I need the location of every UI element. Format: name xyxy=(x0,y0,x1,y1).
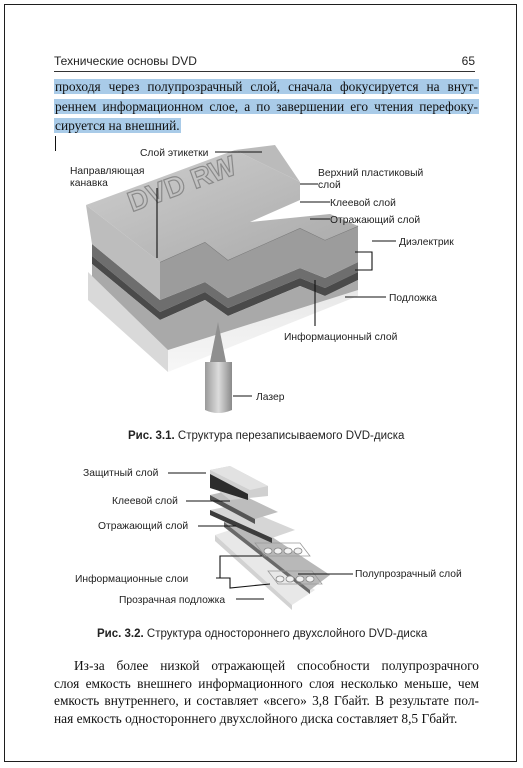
info-layer-label: Информационный слой xyxy=(284,331,398,343)
page-number: 65 xyxy=(461,54,475,68)
selected-text: проходя через полупрозрачный слой, снача… xyxy=(54,79,479,94)
guide-groove-label-line2: канавка xyxy=(70,178,108,189)
transparent-substrate-label: Прозрачная подложка xyxy=(119,595,225,606)
bottom-paragraph: Из-за более низкой отражающей способност… xyxy=(54,657,479,727)
caption-number: Рис. 3.2. xyxy=(97,628,144,640)
laser-beam xyxy=(210,322,226,362)
top-plastic-label-line1: Верхний пластиковый xyxy=(318,168,424,179)
figure-3-1-caption: Рис. 3.1. Структура перезаписываемого DV… xyxy=(128,430,404,442)
bottom-paragraph-line: слоя емкость внешнего информационного сл… xyxy=(54,675,479,691)
substrate-label: Подложка xyxy=(389,293,437,304)
protective-layer-label: Защитный слой xyxy=(83,468,159,479)
laser-label: Лазер xyxy=(256,392,285,403)
label-layer-top xyxy=(86,150,358,262)
semi-transparent-layer-label: Полупрозрачный слой xyxy=(355,569,462,580)
caption-text: Структура перезаписываемого DVD-диска xyxy=(174,430,405,442)
substrate-block xyxy=(88,272,168,372)
adhesive-label: Клеевой слой xyxy=(330,198,396,209)
top-paragraph[interactable]: проходя через полупрозрачный слой, снача… xyxy=(54,77,479,151)
dielectric-label: Диэлектрик xyxy=(399,237,454,248)
top-plastic-label-line2: слой xyxy=(318,180,341,191)
data-pits xyxy=(263,547,315,583)
caption-text: Структура одностороннего двухслойного DV… xyxy=(143,628,428,640)
bottom-paragraph-line: Из-за более низкой отражающей способност… xyxy=(74,658,479,673)
top-paragraph-line: сируется на внешний. xyxy=(54,116,479,151)
label-layer-label: Слой этикетки xyxy=(140,148,209,159)
figure-3-2-illustration xyxy=(210,466,330,610)
header-rule xyxy=(54,71,475,72)
laser-emitter xyxy=(205,362,232,413)
dielectric-stripes xyxy=(92,244,358,312)
bottom-paragraph-line: емкость внутреннего, и составляет «всего… xyxy=(54,693,479,709)
bottom-paragraph-line: ная емкость одностороннего двухслойного … xyxy=(54,710,458,726)
guide-groove-label-line1: Направляющая xyxy=(70,166,145,177)
header-title: Технические основы DVD xyxy=(54,54,197,68)
text-cursor xyxy=(55,135,56,151)
top-paragraph-line: реннем информационном слое, а по заверше… xyxy=(54,97,479,117)
reflective-label: Отражающий слой xyxy=(330,215,420,226)
caption-number: Рис. 3.1. xyxy=(128,430,175,442)
top-paragraph-line: проходя через полупрозрачный слой, снача… xyxy=(54,77,479,97)
adhesive-layer-label: Клеевой слой xyxy=(112,496,178,507)
selected-text: сируется на внешний. xyxy=(54,118,181,133)
info-layers-label: Информационные слои xyxy=(75,573,189,585)
figure-3-2-caption: Рис. 3.2. Структура одностороннего двухс… xyxy=(97,628,427,640)
selected-text: реннем информационном слое, а по заверше… xyxy=(54,98,479,114)
reflective-layer-label: Отражающий слой xyxy=(98,521,188,532)
